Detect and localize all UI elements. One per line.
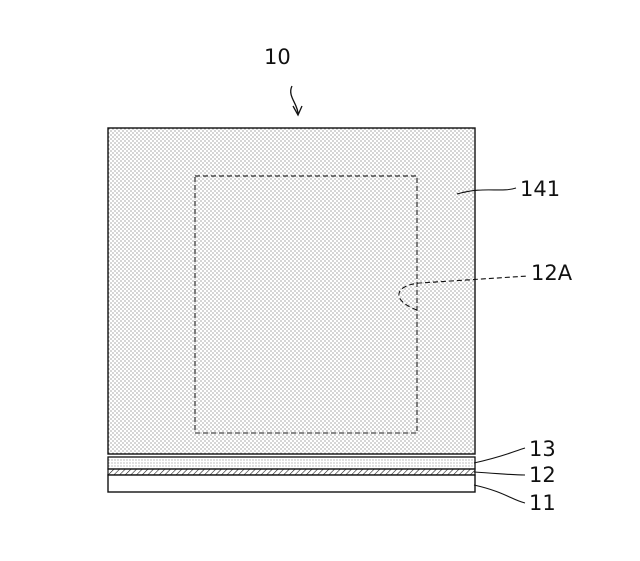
label-13: 13 [529, 437, 556, 461]
layer-11 [108, 475, 475, 492]
leader-13 [474, 448, 525, 463]
label-12A: 12A [531, 261, 573, 285]
layer-12 [108, 469, 475, 475]
layer-13 [108, 457, 475, 469]
label-11: 11 [529, 491, 556, 515]
label-141: 141 [520, 177, 560, 201]
leader-11 [474, 485, 525, 503]
label-10: 10 [264, 45, 291, 69]
leader-12 [474, 472, 525, 475]
layer-141 [108, 128, 475, 454]
label-12: 12 [529, 463, 556, 487]
arrow-10 [291, 86, 298, 114]
